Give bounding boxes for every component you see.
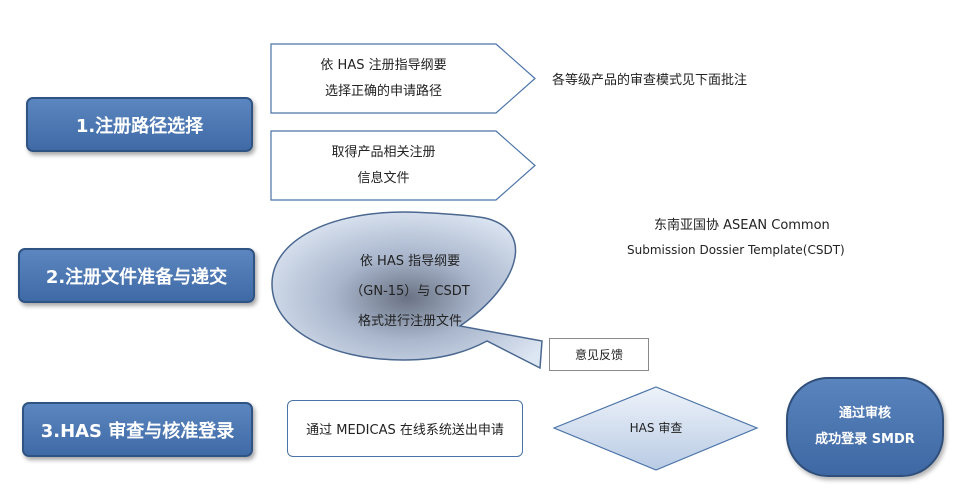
step-1-label: 1.注册路径选择	[75, 115, 204, 137]
feedback-label: 意见反馈	[574, 348, 623, 362]
review-diamond-label: HAS 审查	[629, 421, 683, 435]
step-2-label: 2.注册文件准备与递交	[45, 266, 228, 288]
arrow-1-line-1: 依 HAS 注册指导纲要	[320, 57, 447, 73]
arrow-shape-2	[270, 130, 536, 201]
arrow-2-text: 取得产品相关注册 信息文件	[271, 131, 496, 200]
feedback-box: 意见反馈	[549, 338, 649, 371]
arrow-1-line-2: 选择正确的申请路径	[324, 83, 442, 99]
final-approval-oval: 通过审核 成功登录 SMDR	[786, 377, 944, 477]
review-diamond-shape	[552, 386, 759, 471]
callout-line-1: 依 HAS 指导纲要	[359, 254, 461, 269]
callout-line-2: （GN-15）与 CSDT	[350, 284, 470, 299]
medicas-submit-label: 通过 MEDICAS 在线系统送出申请	[306, 423, 504, 438]
callout-text: 依 HAS 指导纲要 （GN-15）与 CSDT 格式进行注册文件	[310, 246, 510, 338]
csdt-note-line-1: 东南亚国协 ASEAN Common	[654, 218, 830, 233]
step-3-label: 3.HAS 审查与核准登录	[40, 420, 235, 442]
final-line-2: 成功登录 SMDR	[815, 432, 915, 447]
review-diamond-text: HAS 审查	[600, 414, 712, 442]
step-1-box: 1.注册路径选择	[26, 97, 253, 152]
step-2-box: 2.注册文件准备与递交	[18, 248, 255, 303]
arrow-1-text: 依 HAS 注册指导纲要 选择正确的申请路径	[271, 44, 496, 113]
csdt-note-line-2: Submission Dossier Template(CSDT)	[627, 243, 845, 257]
final-line-1: 通过审核	[838, 406, 891, 421]
arrow-2-line-2: 信息文件	[357, 170, 410, 186]
arrow-2-line-1: 取得产品相关注册	[331, 144, 436, 160]
review-mode-note: 各等级产品的审查模式见下面批注	[552, 73, 748, 88]
callout-line-3: 格式进行注册文件	[357, 314, 462, 329]
arrow-shape-1	[270, 43, 536, 114]
medicas-submit-box: 通过 MEDICAS 在线系统送出申请	[287, 400, 523, 457]
callout-bubble	[271, 211, 543, 370]
step-3-box: 3.HAS 审查与核准登录	[22, 402, 253, 457]
